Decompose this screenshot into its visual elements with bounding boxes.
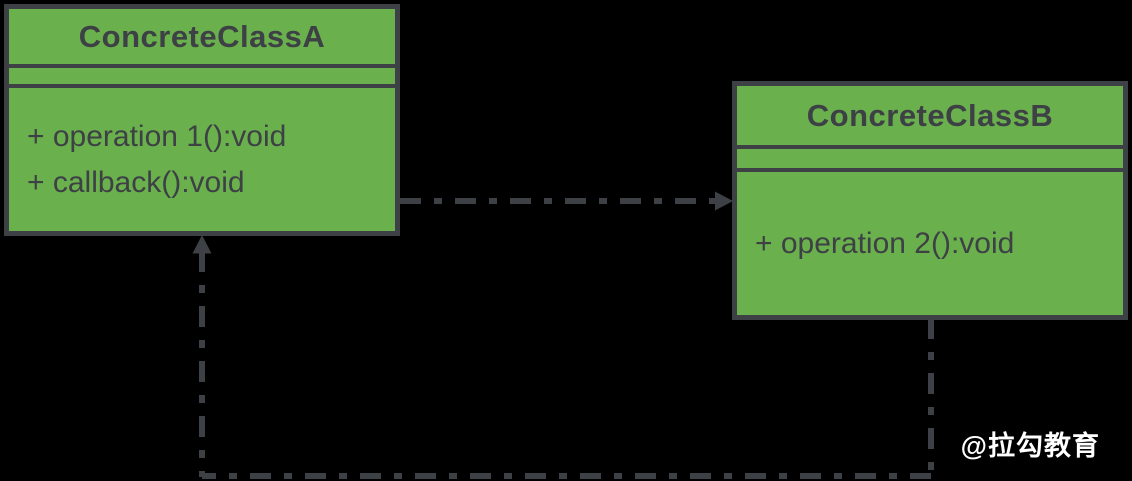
class-box-concreteclassa: ConcreteClassA + operation 1():void + ca… — [4, 4, 400, 236]
method-label: + operation 2():void — [755, 226, 1015, 260]
class-title: ConcreteClassA — [9, 9, 395, 68]
arrowhead-right-icon — [715, 191, 733, 211]
class-methods-compartment: + operation 2():void — [737, 172, 1123, 315]
method-label: + callback():void — [27, 165, 245, 199]
class-title: ConcreteClassB — [737, 86, 1123, 149]
class-attributes-compartment — [737, 149, 1123, 172]
method-label: + operation 1():void — [27, 119, 287, 153]
class-box-concreteclassb: ConcreteClassB + operation 2():void — [732, 81, 1128, 320]
watermark: @拉勾教育 — [960, 431, 1100, 461]
class-attributes-compartment — [9, 68, 395, 88]
class-methods-compartment: + operation 1():void + callback():void — [9, 88, 395, 231]
arrowhead-up-icon — [192, 235, 212, 254]
